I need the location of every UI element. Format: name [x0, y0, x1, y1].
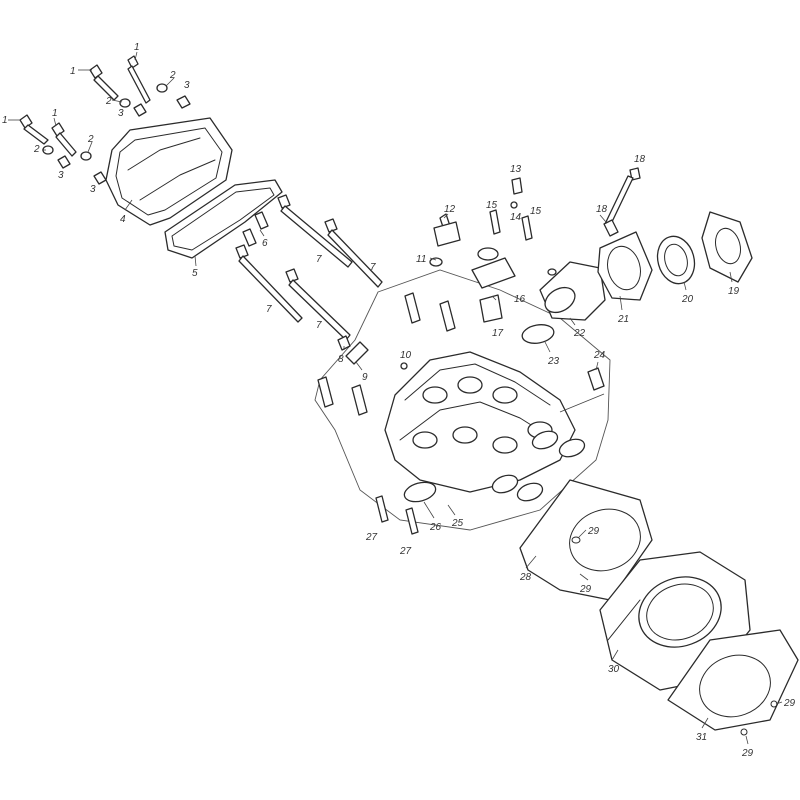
cylinder-head — [384, 351, 586, 502]
callout-1: 1 — [52, 108, 58, 119]
callout-10: 10 — [400, 350, 412, 361]
callout-8: 8 — [338, 354, 344, 365]
intake-manifold — [521, 167, 753, 391]
callout-2: 2 — [33, 144, 40, 155]
studs — [375, 481, 437, 535]
callout-7: 7 — [316, 320, 322, 331]
callout-3: 3 — [184, 80, 190, 91]
callout-1: 1 — [70, 66, 76, 77]
callout-7: 7 — [266, 304, 272, 315]
callout-15: 15 — [530, 206, 542, 217]
callout-14: 14 — [510, 212, 522, 223]
callout-29: 29 — [783, 698, 796, 709]
sensor-cluster — [429, 177, 533, 323]
callout-29: 29 — [579, 584, 592, 595]
base-gasket — [667, 629, 799, 736]
callout-7: 7 — [316, 254, 322, 265]
bolt-set-upper — [89, 55, 191, 117]
callout-27: 27 — [399, 546, 412, 557]
callout-3: 3 — [118, 108, 124, 119]
callout-5: 5 — [192, 268, 198, 279]
callout-2: 2 — [169, 70, 176, 81]
callout-2: 2 — [105, 96, 112, 107]
callout-29: 29 — [587, 526, 600, 537]
callout-29: 29 — [741, 748, 754, 759]
callout-22: 22 — [573, 328, 586, 339]
callout-28: 28 — [519, 572, 532, 583]
valve-guides — [317, 292, 456, 416]
callout-9: 9 — [362, 372, 368, 383]
callout-6: 6 — [262, 238, 268, 249]
callout-15: 15 — [486, 200, 498, 211]
head-gasket — [519, 479, 653, 601]
callout-26: 26 — [429, 522, 442, 533]
callout-30: 30 — [608, 664, 620, 675]
callout-4: 4 — [120, 214, 126, 225]
callout-1: 1 — [2, 115, 8, 126]
callout-21: 21 — [617, 314, 629, 325]
callout-labels: 1 1 1 1 2 2 2 2 3 3 3 3 4 5 6 7 7 7 7 8 … — [2, 42, 796, 759]
valve-cover — [105, 117, 233, 226]
callout-3: 3 — [90, 184, 96, 195]
callout-17: 17 — [492, 328, 504, 339]
callout-23: 23 — [547, 356, 560, 367]
callout-16: 16 — [514, 294, 526, 305]
long-bolts — [235, 194, 383, 341]
callout-27: 27 — [365, 532, 378, 543]
callout-7: 7 — [370, 262, 376, 273]
callout-12: 12 — [444, 204, 456, 215]
callout-2: 2 — [87, 134, 94, 145]
cover-gasket — [164, 179, 283, 259]
leader-lines — [8, 51, 783, 745]
callout-25: 25 — [451, 518, 464, 529]
callout-20: 20 — [681, 294, 694, 305]
callout-13: 13 — [510, 164, 522, 175]
callout-1: 1 — [134, 42, 140, 53]
callout-18: 18 — [596, 204, 608, 215]
callout-3: 3 — [58, 170, 64, 181]
callout-19: 19 — [728, 286, 740, 297]
callout-31: 31 — [696, 732, 707, 743]
callout-24: 24 — [593, 350, 606, 361]
cylinder-head-group-outline — [314, 269, 611, 531]
callout-18: 18 — [634, 154, 646, 165]
callout-11: 11 — [416, 254, 426, 265]
